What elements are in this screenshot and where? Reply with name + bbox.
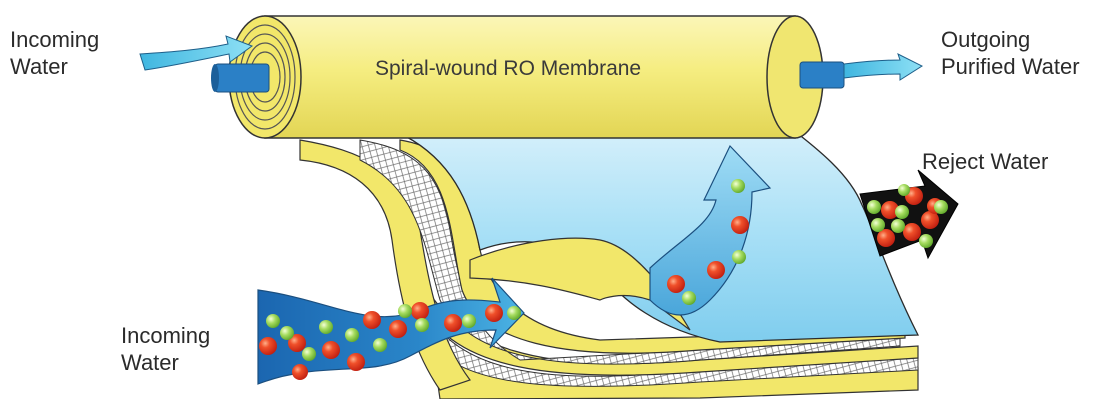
outgoing-water-arrow[interactable] [844,54,922,80]
outgoing-water-label: Outgoing Purified Water [941,26,1080,80]
reject-water-label: Reject Water [922,148,1048,175]
membrane-label: Spiral-wound RO Membrane [375,57,641,81]
input-pipe [215,64,269,92]
incoming-water-label-top: Incoming Water [10,26,99,80]
output-pipe [800,62,844,88]
incoming-bottom-line-1: Incoming [121,322,210,349]
outgoing-line-1: Outgoing [941,26,1080,53]
incoming-top-line-1: Incoming [10,26,99,53]
outgoing-line-2: Purified Water [941,53,1080,80]
incoming-water-label-bottom: Incoming Water [121,322,210,376]
incoming-top-line-2: Water [10,53,99,80]
incoming-bottom-line-2: Water [121,349,210,376]
